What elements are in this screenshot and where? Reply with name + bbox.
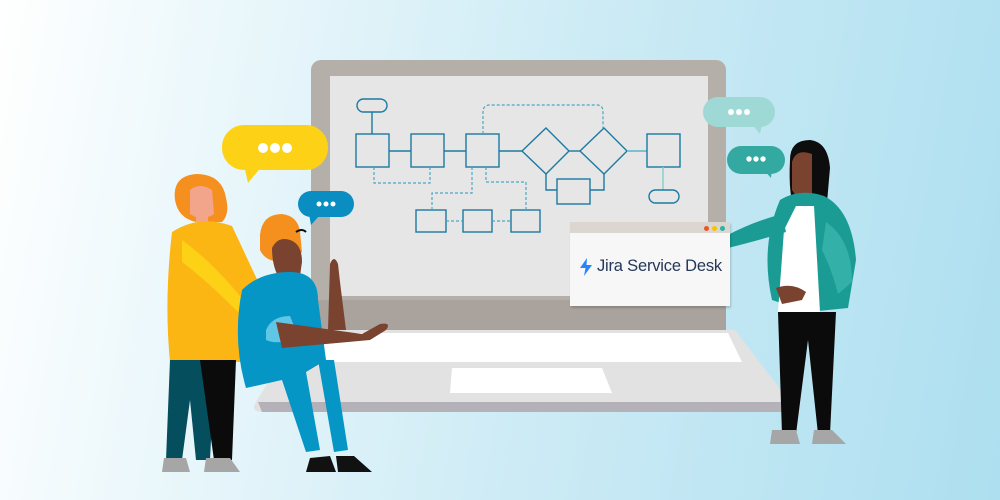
person-seated-man-blue — [237, 214, 388, 472]
product-name: Jira Service Desk — [597, 257, 722, 275]
window-control-dots — [704, 226, 725, 231]
dot-icon — [720, 226, 725, 231]
lightning-bolt-icon — [580, 257, 592, 276]
blue-speech-bubble — [298, 191, 354, 225]
light-teal-speech-bubble — [703, 97, 775, 134]
person-woman-yellow-sweater — [162, 174, 262, 472]
dot-icon — [704, 226, 709, 231]
teal-speech-bubble — [727, 146, 785, 178]
brand-logo-lockup: Jira Service Desk — [570, 233, 730, 276]
yellow-speech-bubble — [222, 125, 328, 183]
dot-icon — [712, 226, 717, 231]
workflow-diagram — [355, 98, 681, 233]
laptop-keyboard — [296, 333, 742, 362]
laptop-trackpad — [450, 368, 612, 393]
jira-service-desk-card: Jira Service Desk — [570, 222, 730, 306]
window-title-bar — [570, 222, 730, 233]
loop-step — [556, 178, 591, 205]
end-terminal — [648, 189, 680, 204]
